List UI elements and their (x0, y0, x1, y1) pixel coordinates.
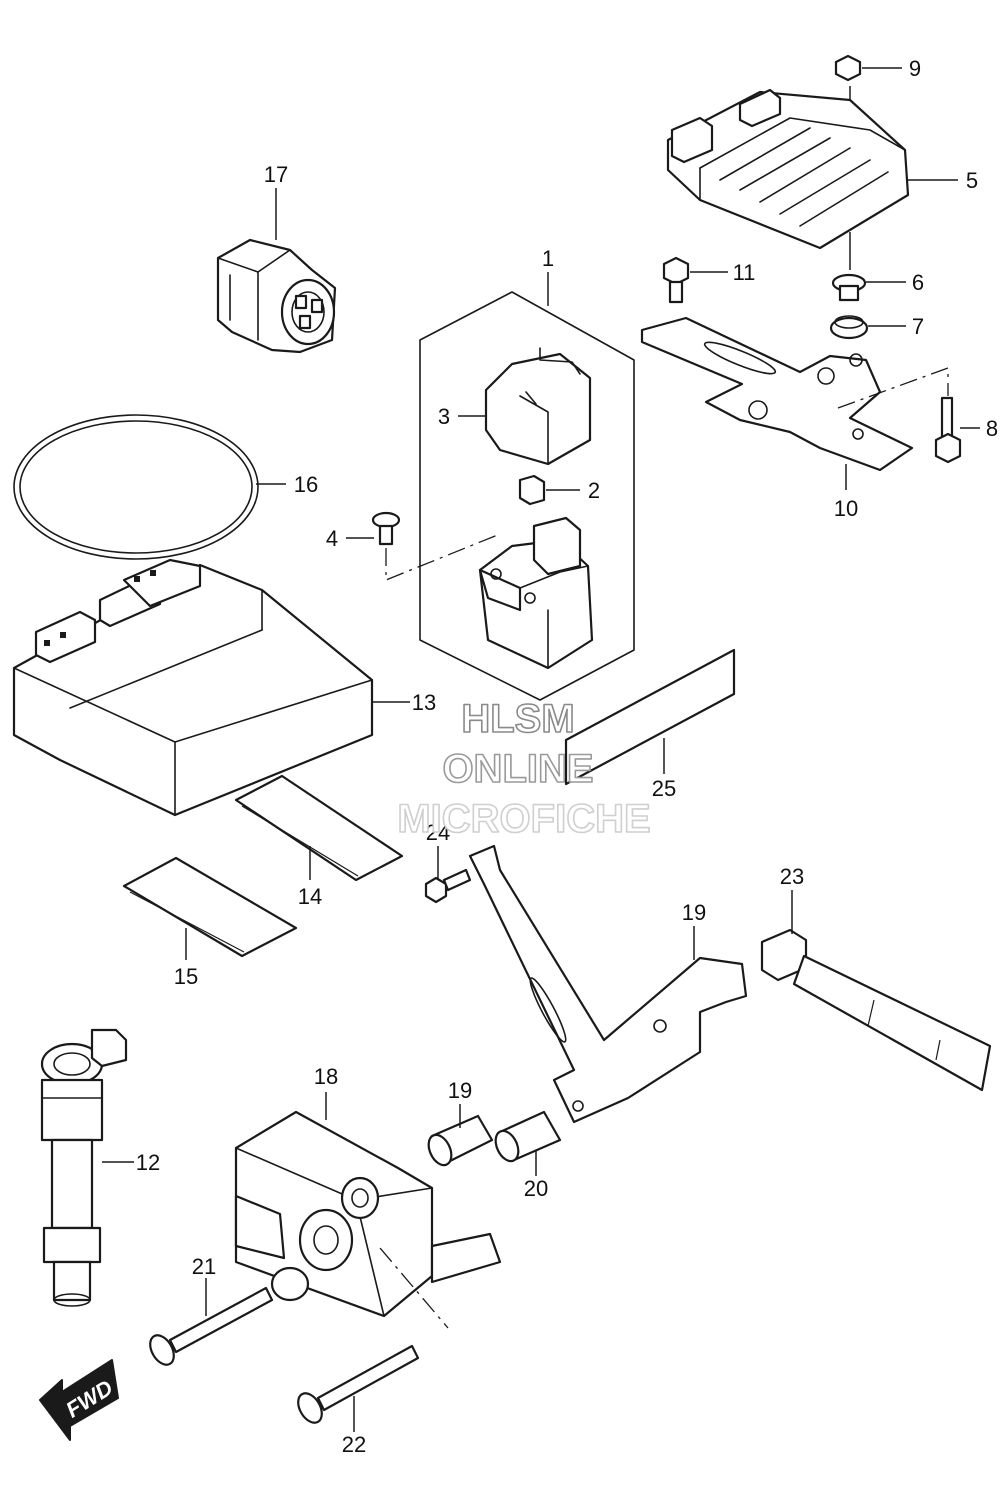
leader-lines (102, 67, 980, 1432)
part-3-relay-cover (484, 347, 592, 466)
part-14-pad (234, 774, 404, 882)
part-22-bolt (297, 1344, 420, 1424)
callout-4: 4 (326, 526, 338, 551)
part-16-ring (13, 414, 259, 560)
callout-1: 1 (542, 246, 554, 271)
callout-5: 5 (966, 168, 978, 193)
part-25-label (564, 648, 736, 786)
part-2-fuse (518, 474, 546, 506)
part-4-screw (371, 511, 501, 581)
callouts: 1 2 3 4 5 6 7 8 9 10 11 12 13 14 15 16 1… (136, 56, 998, 1457)
part-12-ignition-coil (40, 1028, 128, 1307)
callout-25: 25 (652, 776, 676, 801)
part-19-bracket (468, 844, 748, 1124)
callout-14: 14 (298, 884, 322, 909)
relay-body (478, 516, 594, 670)
callout-22: 22 (342, 1432, 366, 1457)
callout-23: 23 (780, 864, 804, 889)
part-9-nut (834, 54, 862, 82)
callout-3: 3 (438, 404, 450, 429)
part-19-collar (427, 1114, 494, 1167)
part-24-bolt (424, 868, 472, 904)
callout-16: 16 (294, 472, 318, 497)
part-17-coupler (216, 238, 337, 354)
callout-17: 17 (264, 162, 288, 187)
part-5-regulator (666, 88, 910, 250)
callout-13: 13 (412, 690, 436, 715)
part-21-bolt (149, 1286, 274, 1366)
part-13-ecm (12, 558, 374, 817)
watermark-line-2: ONLINE (442, 747, 593, 791)
callout-9: 9 (909, 56, 921, 81)
callout-19a: 19 (682, 900, 706, 925)
callout-7: 7 (912, 314, 924, 339)
callout-8: 8 (986, 416, 998, 441)
callout-18: 18 (314, 1064, 338, 1089)
part-18-module (234, 1110, 502, 1318)
callout-21: 21 (192, 1254, 216, 1279)
part-23-cable-tie (760, 928, 992, 1092)
watermark: HLSM ONLINE MICROFICHE (397, 696, 652, 842)
part-20-spacer (494, 1110, 562, 1163)
part-6-collar (831, 273, 867, 302)
callout-2: 2 (588, 478, 600, 503)
watermark-line-3: MICROFICHE (397, 797, 650, 841)
watermark-line-1: HLSM (461, 697, 574, 741)
part-11-bolt (662, 256, 690, 304)
callout-11: 11 (733, 260, 756, 285)
callout-12: 12 (136, 1150, 160, 1175)
part-10-bracket (640, 316, 914, 472)
callout-20: 20 (524, 1176, 548, 1201)
callout-19b: 19 (448, 1078, 472, 1103)
forward-arrow-icon: FWD (39, 1359, 119, 1441)
part-8-bolt (934, 396, 962, 464)
callout-24: 24 (426, 820, 450, 845)
part-7-grommet (829, 315, 869, 340)
part-15-pad (122, 856, 298, 958)
callout-15: 15 (174, 964, 198, 989)
callout-10: 10 (834, 496, 858, 521)
callout-6: 6 (912, 270, 924, 295)
part-1-relay-assy (419, 291, 635, 701)
